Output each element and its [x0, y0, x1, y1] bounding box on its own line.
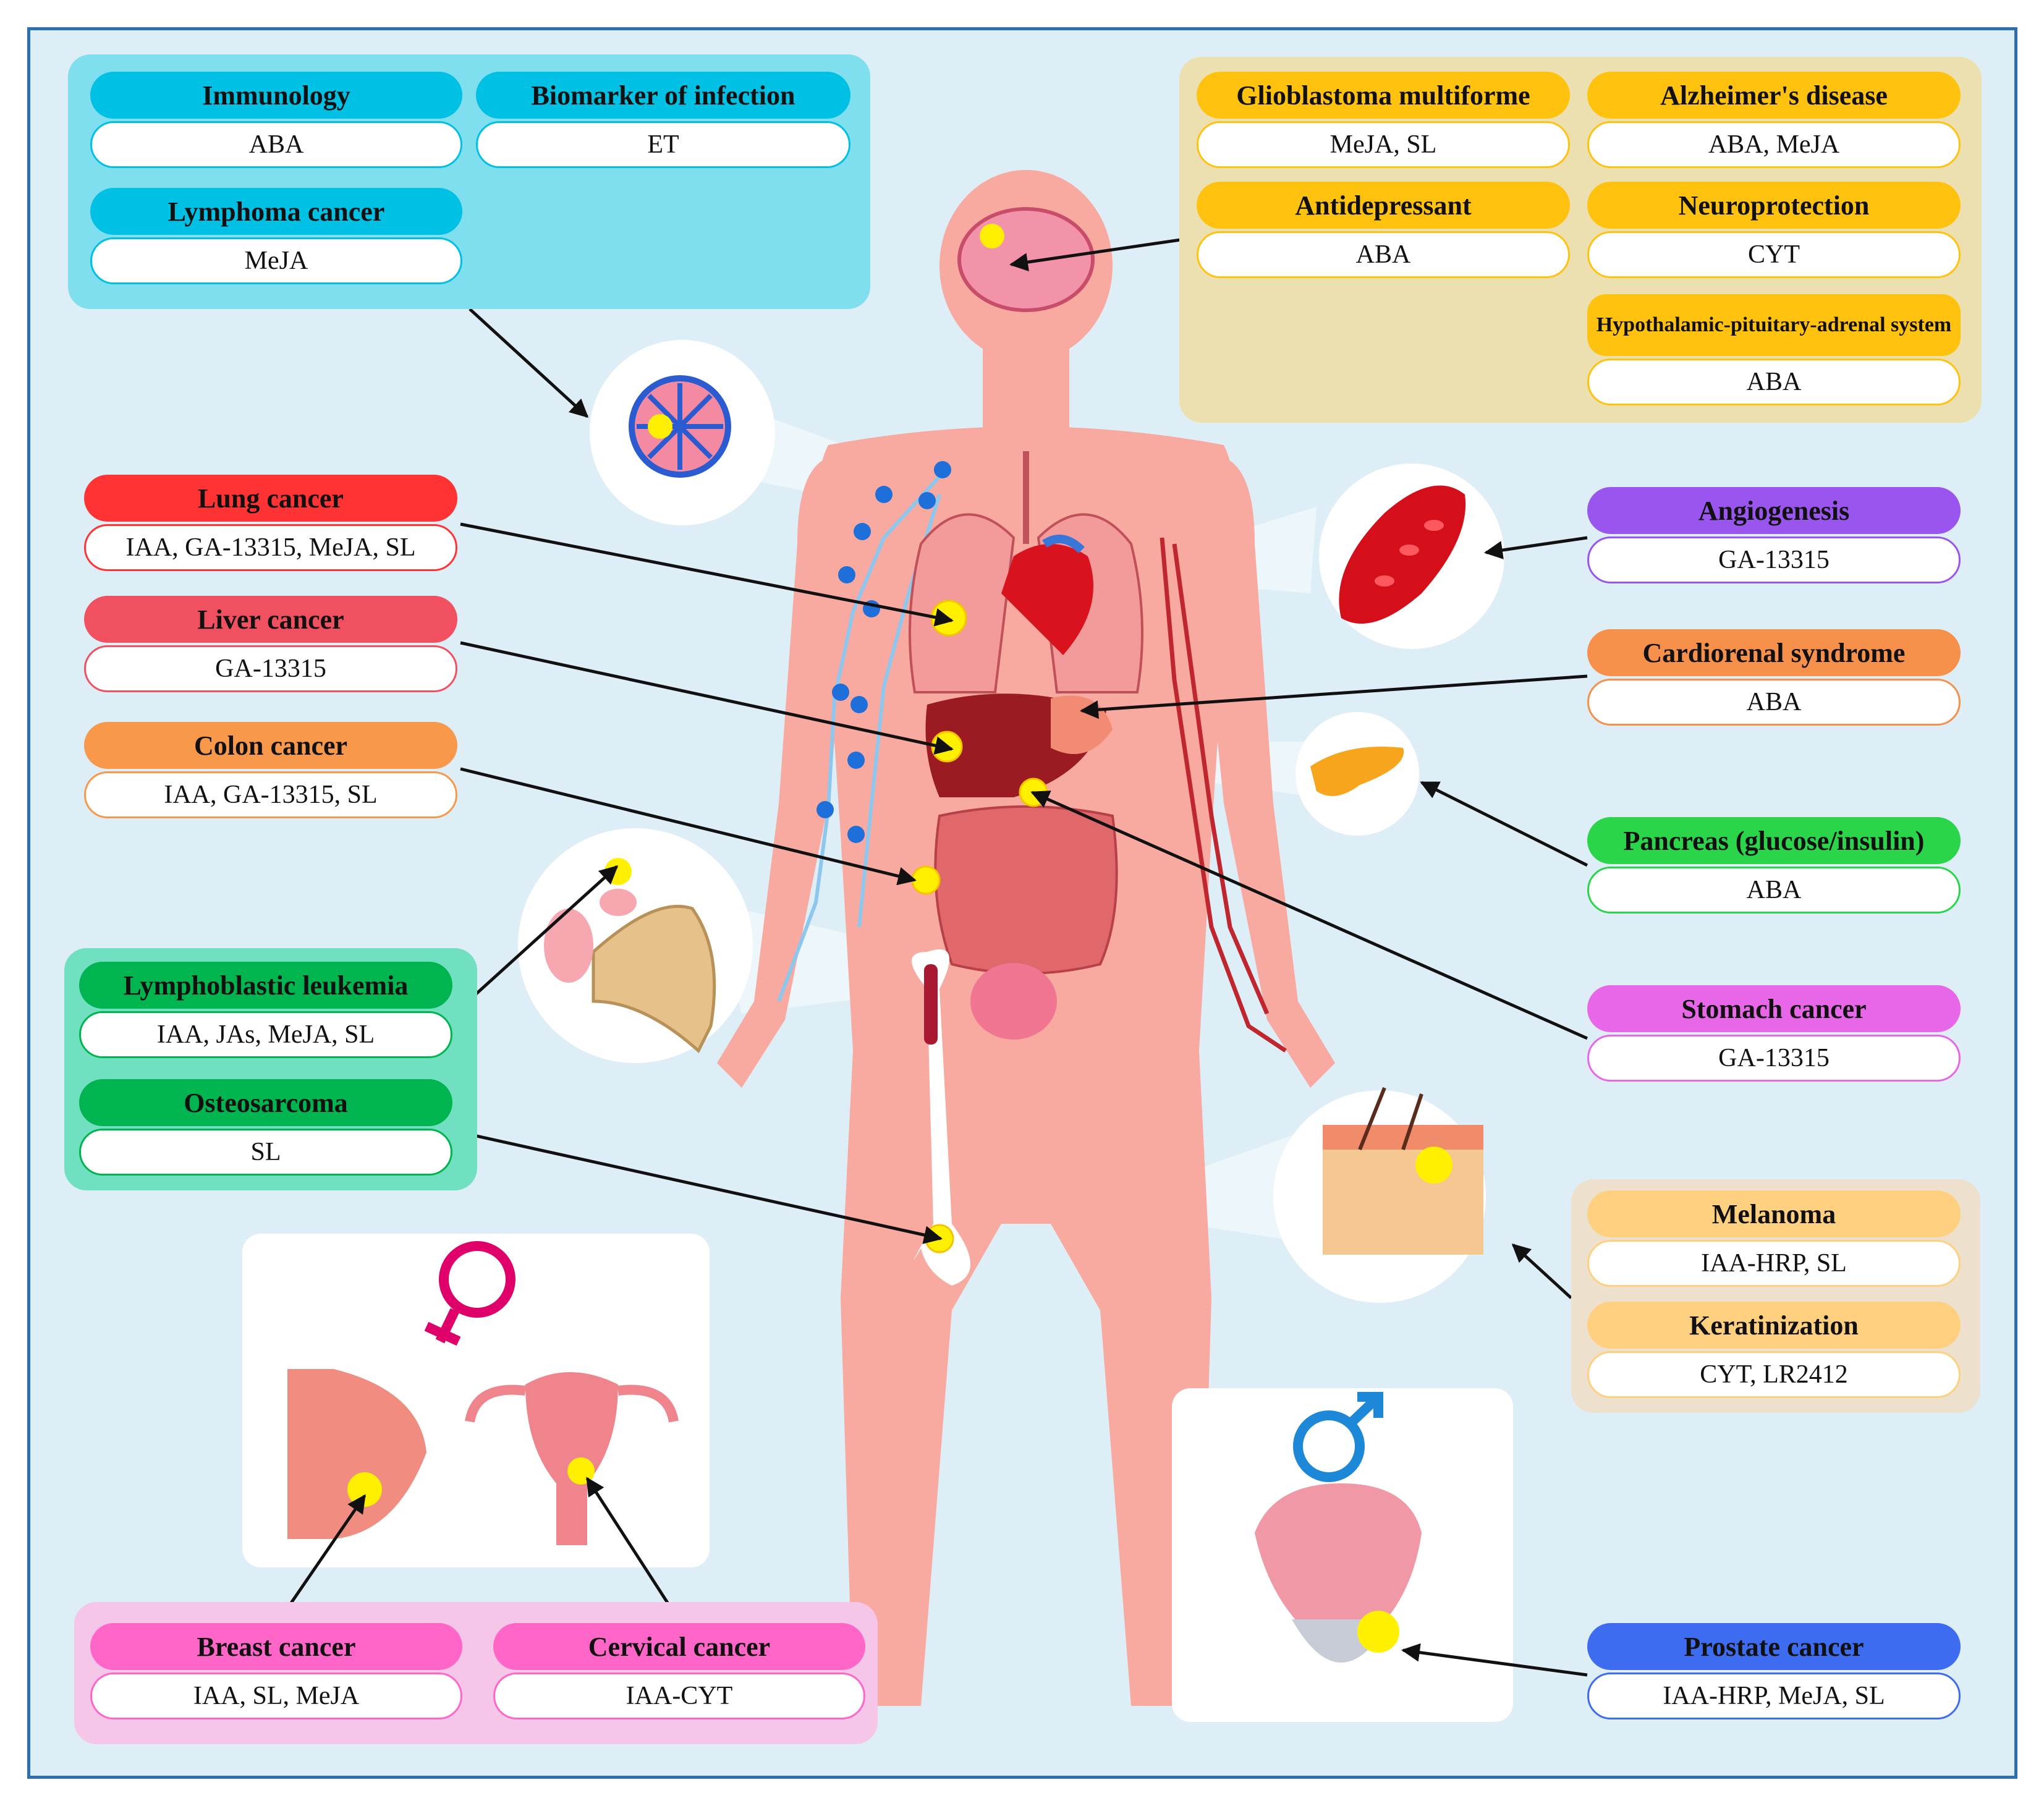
- card-agents: ET: [476, 121, 850, 168]
- card-pancreas: Pancreas (glucose/insulin) ABA: [1587, 817, 1961, 914]
- femur-bone: [912, 949, 970, 1286]
- brain-icon: [957, 207, 1095, 312]
- card-title: Stomach cancer: [1587, 985, 1961, 1032]
- card-agents: IAA, SL, MeJA: [90, 1672, 462, 1719]
- card-agents: IAA-CYT: [493, 1672, 865, 1719]
- card-keratinization: Keratinization CYT, LR2412: [1587, 1302, 1961, 1398]
- card-stomach: Stomach cancer GA-13315: [1587, 985, 1961, 1082]
- card-agents: ABA: [90, 121, 462, 168]
- card-lymphoma: Lymphoma cancer MeJA: [90, 188, 462, 284]
- card-agents: CYT, LR2412: [1587, 1351, 1961, 1398]
- card-alzheimers: Alzheimer's disease ABA, MeJA: [1587, 72, 1961, 168]
- lymph-nodes: [816, 461, 951, 843]
- card-agents: IAA-HRP, MeJA, SL: [1587, 1672, 1961, 1719]
- connector-arrows: [276, 238, 1588, 1677]
- card-title: Colon cancer: [84, 722, 457, 769]
- card-angiogenesis: Angiogenesis GA-13315: [1587, 487, 1961, 583]
- card-title: Glioblastoma multiforme: [1197, 72, 1570, 119]
- card-agents: ABA: [1587, 358, 1961, 405]
- card-antidepressant: Antidepressant ABA: [1197, 182, 1570, 278]
- card-agents: ABA: [1587, 867, 1961, 914]
- card-title: Lymphoblastic leukemia: [79, 962, 452, 1009]
- lymph-node-icon: [590, 340, 775, 525]
- pancreas-icon: [1296, 712, 1419, 836]
- card-cervical: Cervical cancer IAA-CYT: [493, 1623, 865, 1719]
- card-title: Immunology: [90, 72, 462, 119]
- arm-arteries: [1160, 537, 1287, 1053]
- card-lung: Lung cancer IAA, GA-13315, MeJA, SL: [84, 475, 457, 571]
- card-colon: Colon cancer IAA, GA-13315, SL: [84, 722, 457, 818]
- card-agents: ABA: [1587, 679, 1961, 726]
- card-immunology: Immunology ABA: [90, 72, 462, 168]
- card-title: Alzheimer's disease: [1587, 72, 1961, 119]
- card-biomarker: Biomarker of infection ET: [476, 72, 850, 168]
- card-breast: Breast cancer IAA, SL, MeJA: [90, 1623, 462, 1719]
- card-title: Keratinization: [1587, 1302, 1961, 1349]
- card-title: Neuroprotection: [1587, 182, 1961, 229]
- card-agents: CYT: [1587, 231, 1961, 278]
- card-title: Hypothalamic-pituitary-adrenal system: [1587, 294, 1961, 356]
- card-title: Antidepressant: [1197, 182, 1570, 229]
- card-cardiorenal: Cardiorenal syndrome ABA: [1587, 629, 1961, 726]
- card-agents: IAA, GA-13315, SL: [84, 771, 457, 818]
- card-title: Lung cancer: [84, 475, 457, 522]
- card-agents: MeJA: [90, 237, 462, 284]
- skin-icon: [1273, 1087, 1486, 1303]
- card-glioblastoma: Glioblastoma multiforme MeJA, SL: [1197, 72, 1570, 168]
- card-neuroprotection: Neuroprotection CYT: [1587, 182, 1961, 278]
- bone-marrow-icon: [518, 828, 753, 1063]
- card-agents: SL: [79, 1129, 452, 1176]
- card-title: Lymphoma cancer: [90, 188, 462, 235]
- card-title: Liver cancer: [84, 596, 457, 643]
- card-agents: GA-13315: [1587, 536, 1961, 583]
- female-symbol-icon: [424, 1241, 515, 1346]
- card-osteosarcoma: Osteosarcoma SL: [79, 1079, 452, 1176]
- card-title: Prostate cancer: [1587, 1623, 1961, 1670]
- card-leukemia: Lymphoblastic leukemia IAA, JAs, MeJA, S…: [79, 962, 452, 1058]
- card-agents: GA-13315: [1587, 1035, 1961, 1082]
- card-title: Cardiorenal syndrome: [1587, 629, 1961, 676]
- card-title: Breast cancer: [90, 1623, 462, 1670]
- blood-vessel-icon: [1319, 464, 1504, 649]
- card-title: Biomarker of infection: [476, 72, 850, 119]
- card-prostate: Prostate cancer IAA-HRP, MeJA, SL: [1587, 1623, 1961, 1719]
- card-agents: ABA, MeJA: [1587, 121, 1961, 168]
- card-title: Melanoma: [1587, 1190, 1961, 1237]
- human-body: [717, 170, 1335, 1706]
- card-agents: GA-13315: [84, 645, 457, 692]
- card-title: Pancreas (glucose/insulin): [1587, 817, 1961, 864]
- card-hpa: Hypothalamic-pituitary-adrenal system AB…: [1587, 294, 1961, 405]
- prostate-icon: [1255, 1483, 1422, 1663]
- card-agents: IAA, JAs, MeJA, SL: [79, 1011, 452, 1058]
- card-title: Cervical cancer: [493, 1623, 865, 1670]
- card-melanoma: Melanoma IAA-HRP, SL: [1587, 1190, 1961, 1287]
- card-agents: MeJA, SL: [1197, 121, 1570, 168]
- card-agents: ABA: [1197, 231, 1570, 278]
- card-liver: Liver cancer GA-13315: [84, 596, 457, 692]
- card-title: Osteosarcoma: [79, 1079, 452, 1126]
- male-symbol-icon: [1293, 1392, 1383, 1482]
- card-title: Angiogenesis: [1587, 487, 1961, 534]
- organs: [909, 451, 1143, 1040]
- card-agents: IAA-HRP, SL: [1587, 1240, 1961, 1287]
- card-agents: IAA, GA-13315, MeJA, SL: [84, 524, 457, 571]
